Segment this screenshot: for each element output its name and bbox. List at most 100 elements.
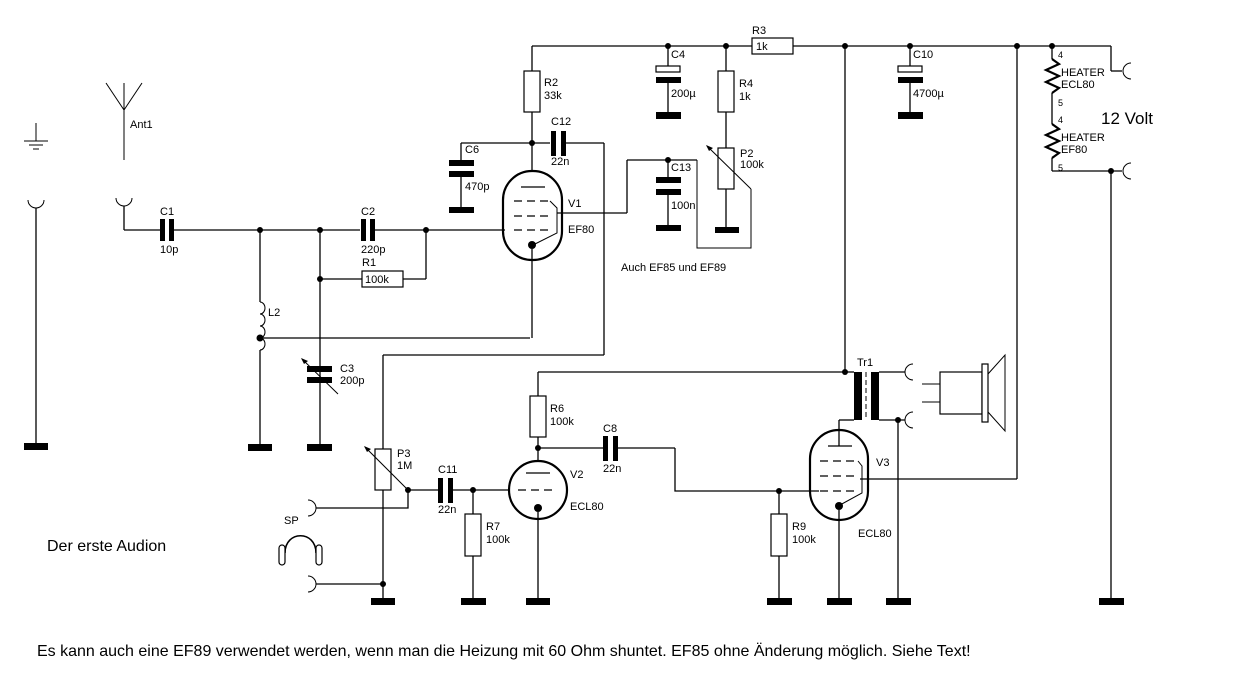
resistor-r9: R9 100k <box>770 513 816 557</box>
c12-value: 22n <box>551 156 569 168</box>
capacitor-c12: C12 22n <box>551 116 571 168</box>
r4-value: 1k <box>739 91 751 103</box>
heater1-pin-top: 4 <box>1058 50 1063 60</box>
r2-value: 33k <box>544 90 562 102</box>
footer-note: Es kann auch eine EF89 verwendet werden,… <box>37 642 971 660</box>
c6-ref: C6 <box>465 144 479 156</box>
c3-ref: C3 <box>340 363 354 375</box>
ground-socket <box>24 199 48 450</box>
r4-ref: R4 <box>739 78 753 90</box>
capacitor-c6: C6 470p <box>449 144 489 213</box>
p3-ref: P3 <box>397 448 410 460</box>
headphones-icon <box>278 535 323 566</box>
electrolytic-capacitor-c4: C4 200µ <box>655 46 696 119</box>
c1-ref: C1 <box>160 206 174 218</box>
resistor-r3: 1k R3 <box>751 25 794 55</box>
c8-value: 22n <box>603 463 621 475</box>
resistor-r6: R6 100k <box>529 395 574 438</box>
r9-value: 100k <box>792 534 816 546</box>
capacitor-c1: C1 10p <box>160 206 178 256</box>
loudspeaker-icon <box>922 353 1006 433</box>
resistor-r2: R2 33k <box>523 70 562 113</box>
ground <box>827 598 852 605</box>
p2-value: 100k <box>740 159 764 171</box>
r1-value: 100k <box>365 274 389 286</box>
c4-value: 200µ <box>671 88 696 100</box>
r3-value: 1k <box>756 41 768 53</box>
resistor-r4: R4 1k <box>717 70 753 113</box>
c3-value: 200p <box>340 375 364 387</box>
c2-ref: C2 <box>361 206 375 218</box>
r6-value: 100k <box>550 416 574 428</box>
v2-value: ECL80 <box>570 501 604 513</box>
supply-voltage-label: 12 Volt <box>1101 109 1153 128</box>
electrolytic-capacitor-c10: C10 4700µ <box>897 46 944 119</box>
c10-ref: C10 <box>913 49 933 61</box>
ground <box>371 598 395 605</box>
speaker-socket <box>904 363 914 381</box>
variable-capacitor-c3: C3 200p <box>301 358 364 395</box>
ground <box>767 598 792 605</box>
speaker-socket <box>904 411 914 429</box>
p3-value: 1M <box>397 460 412 472</box>
inductor-l2: L2 <box>259 301 280 351</box>
r9-ref: R9 <box>792 521 806 533</box>
resistor-r7: R7 100k <box>464 513 510 557</box>
heater1-pin-bottom: 5 <box>1058 98 1063 108</box>
tube-v2: V2 ECL80 <box>507 459 604 521</box>
v2-ref: V2 <box>570 469 583 481</box>
ground <box>526 598 550 605</box>
sp-ref: SP <box>284 515 299 527</box>
l2-ref: L2 <box>268 307 280 319</box>
c8-ref: C8 <box>603 423 617 435</box>
c11-value: 22n <box>438 504 456 516</box>
v3-ref: V3 <box>876 457 889 469</box>
r7-ref: R7 <box>486 521 500 533</box>
c6-value: 470p <box>465 181 489 193</box>
alt-tubes-note: Auch EF85 und EF89 <box>621 262 726 274</box>
supply-socket-minus <box>1122 162 1132 180</box>
capacitor-c8: C8 22n <box>603 423 621 475</box>
v1-value: EF80 <box>568 224 594 236</box>
heater2-value: EF80 <box>1061 144 1087 156</box>
headphone-jack: SP <box>284 499 383 593</box>
r6-ref: R6 <box>550 403 564 415</box>
c11-ref: C11 <box>438 464 457 476</box>
c10-value: 4700µ <box>913 88 944 100</box>
potentiometer-p2: P2 100k <box>706 145 764 190</box>
capacitor-c13: C13 100n <box>656 160 695 231</box>
ground <box>461 598 486 605</box>
r2-ref: R2 <box>544 77 558 89</box>
ground <box>1099 598 1124 605</box>
tube-v1: V1 EF80 <box>501 169 594 262</box>
r1-ref: R1 <box>362 257 376 269</box>
schematic-title: Der erste Audion <box>47 538 166 555</box>
r3-ref: R3 <box>752 25 766 37</box>
r7-value: 100k <box>486 534 510 546</box>
heater2-label: HEATER <box>1061 132 1105 144</box>
capacitor-c2: C2 220p <box>361 206 385 256</box>
tube-v3: V3 ECL80 <box>808 428 892 540</box>
ground <box>307 444 332 451</box>
capacitor-c11: C11 22n <box>438 464 457 516</box>
heater2-pin-bottom: 5 <box>1058 163 1063 173</box>
c1-value: 10p <box>160 244 178 256</box>
potentiometer-p3: P3 1M <box>364 446 412 491</box>
p2-ref: P2 <box>740 148 753 160</box>
tr1-ref: Tr1 <box>857 357 873 369</box>
resistor-r1: 100k R1 <box>361 257 404 288</box>
v1-ref: V1 <box>568 198 581 210</box>
ground <box>248 444 272 451</box>
c4-ref: C4 <box>671 49 685 61</box>
heater-ecl80: 4 HEATER ECL80 5 <box>1043 50 1105 108</box>
antenna-label: Ant1 <box>130 119 153 131</box>
v3-value: ECL80 <box>858 528 892 540</box>
heater-ef80: 4 HEATER EF80 5 <box>1043 115 1105 173</box>
heater2-pin-top: 4 <box>1058 115 1063 125</box>
c13-value: 100n <box>671 200 695 212</box>
ground <box>715 227 739 233</box>
c12-ref: C12 <box>551 116 571 128</box>
ground <box>886 598 911 605</box>
ground-symbol <box>24 123 48 150</box>
